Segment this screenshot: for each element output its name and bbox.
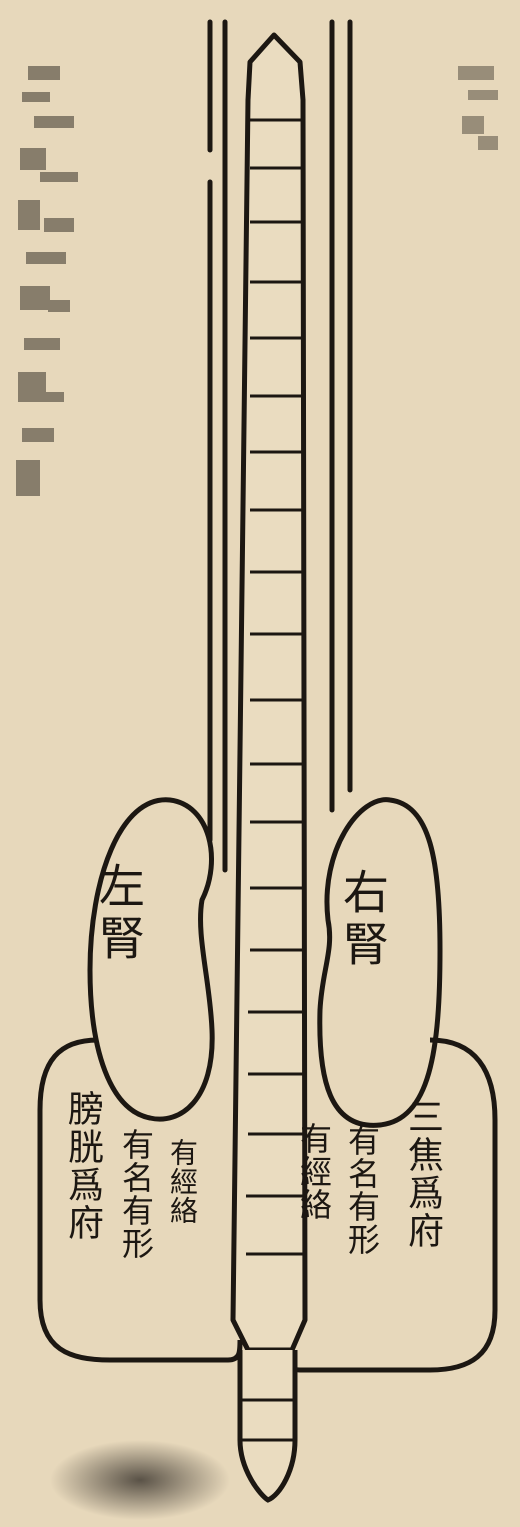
right-kidney-label: 右腎	[340, 868, 386, 972]
ink-smudge	[50, 1440, 230, 1520]
bladder-caption: 有名有形	[120, 1128, 152, 1260]
bladder-title: 膀胱爲府	[64, 1090, 100, 1242]
sanjiao-meridian: 有經絡	[298, 1122, 330, 1221]
sanjiao-title: 三焦爲府	[404, 1098, 440, 1250]
spine-tail	[240, 1350, 295, 1500]
bladder-meridian: 有經絡	[168, 1138, 196, 1225]
sanjiao-caption: 有名有形	[346, 1124, 378, 1256]
left-kidney-label: 左腎	[96, 862, 142, 966]
